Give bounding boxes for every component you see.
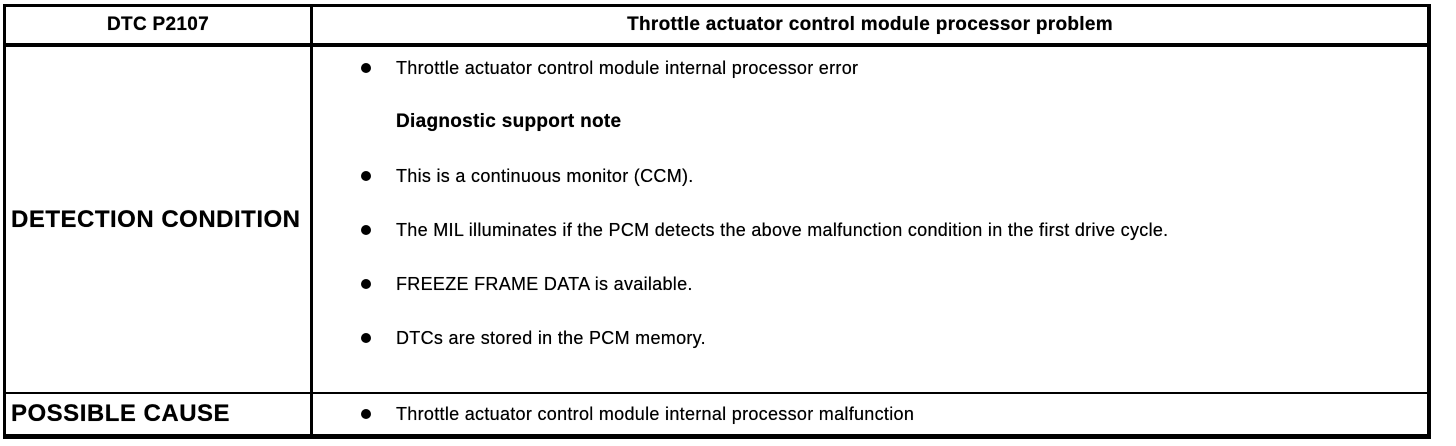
bullet-icon xyxy=(361,171,371,181)
possible-cause-label: POSSIBLE CAUSE xyxy=(11,400,231,427)
detection-condition-label-cell: DETECTION CONDITION xyxy=(6,47,313,394)
possible-cause-content-cell: Throttle actuator control module interna… xyxy=(313,394,1427,434)
bullet-icon xyxy=(361,63,371,73)
list-item: This is a continuous monitor (CCM). xyxy=(313,162,1427,190)
bullet-icon xyxy=(361,279,371,289)
item-text: The MIL illuminates if the PCM detects t… xyxy=(396,220,1169,240)
diagnostic-support-note-heading: Diagnostic support note xyxy=(313,108,1427,136)
item-text: Diagnostic support note xyxy=(396,111,622,132)
possible-cause-label-cell: POSSIBLE CAUSE xyxy=(6,394,313,434)
item-text: FREEZE FRAME DATA is available. xyxy=(396,274,693,294)
detection-item-list: Throttle actuator control module interna… xyxy=(313,54,1427,352)
bullet-icon xyxy=(361,225,371,235)
dtc-table: DTC P2107 Throttle actuator control modu… xyxy=(3,4,1431,439)
item-text: Throttle actuator control module interna… xyxy=(396,404,915,424)
bullet-icon xyxy=(361,333,371,343)
dtc-title: Throttle actuator control module process… xyxy=(627,14,1113,35)
item-text: DTCs are stored in the PCM memory. xyxy=(396,328,706,348)
dtc-code: DTC P2107 xyxy=(107,14,209,35)
item-text: Throttle actuator control module interna… xyxy=(396,58,859,78)
bullet-icon xyxy=(361,409,371,419)
dtc-title-cell: Throttle actuator control module process… xyxy=(313,7,1427,47)
dtc-code-cell: DTC P2107 xyxy=(6,7,313,47)
detection-condition-content-cell: Throttle actuator control module interna… xyxy=(313,47,1427,394)
item-text: This is a continuous monitor (CCM). xyxy=(396,166,694,186)
possible-cause-item-list: Throttle actuator control module interna… xyxy=(313,400,914,428)
list-item: The MIL illuminates if the PCM detects t… xyxy=(313,216,1427,244)
list-item: Throttle actuator control module interna… xyxy=(313,400,914,428)
list-item: DTCs are stored in the PCM memory. xyxy=(313,324,1427,352)
list-item: Throttle actuator control module interna… xyxy=(313,54,1427,82)
detection-condition-label: DETECTION CONDITION xyxy=(11,205,301,233)
list-item: FREEZE FRAME DATA is available. xyxy=(313,270,1427,298)
